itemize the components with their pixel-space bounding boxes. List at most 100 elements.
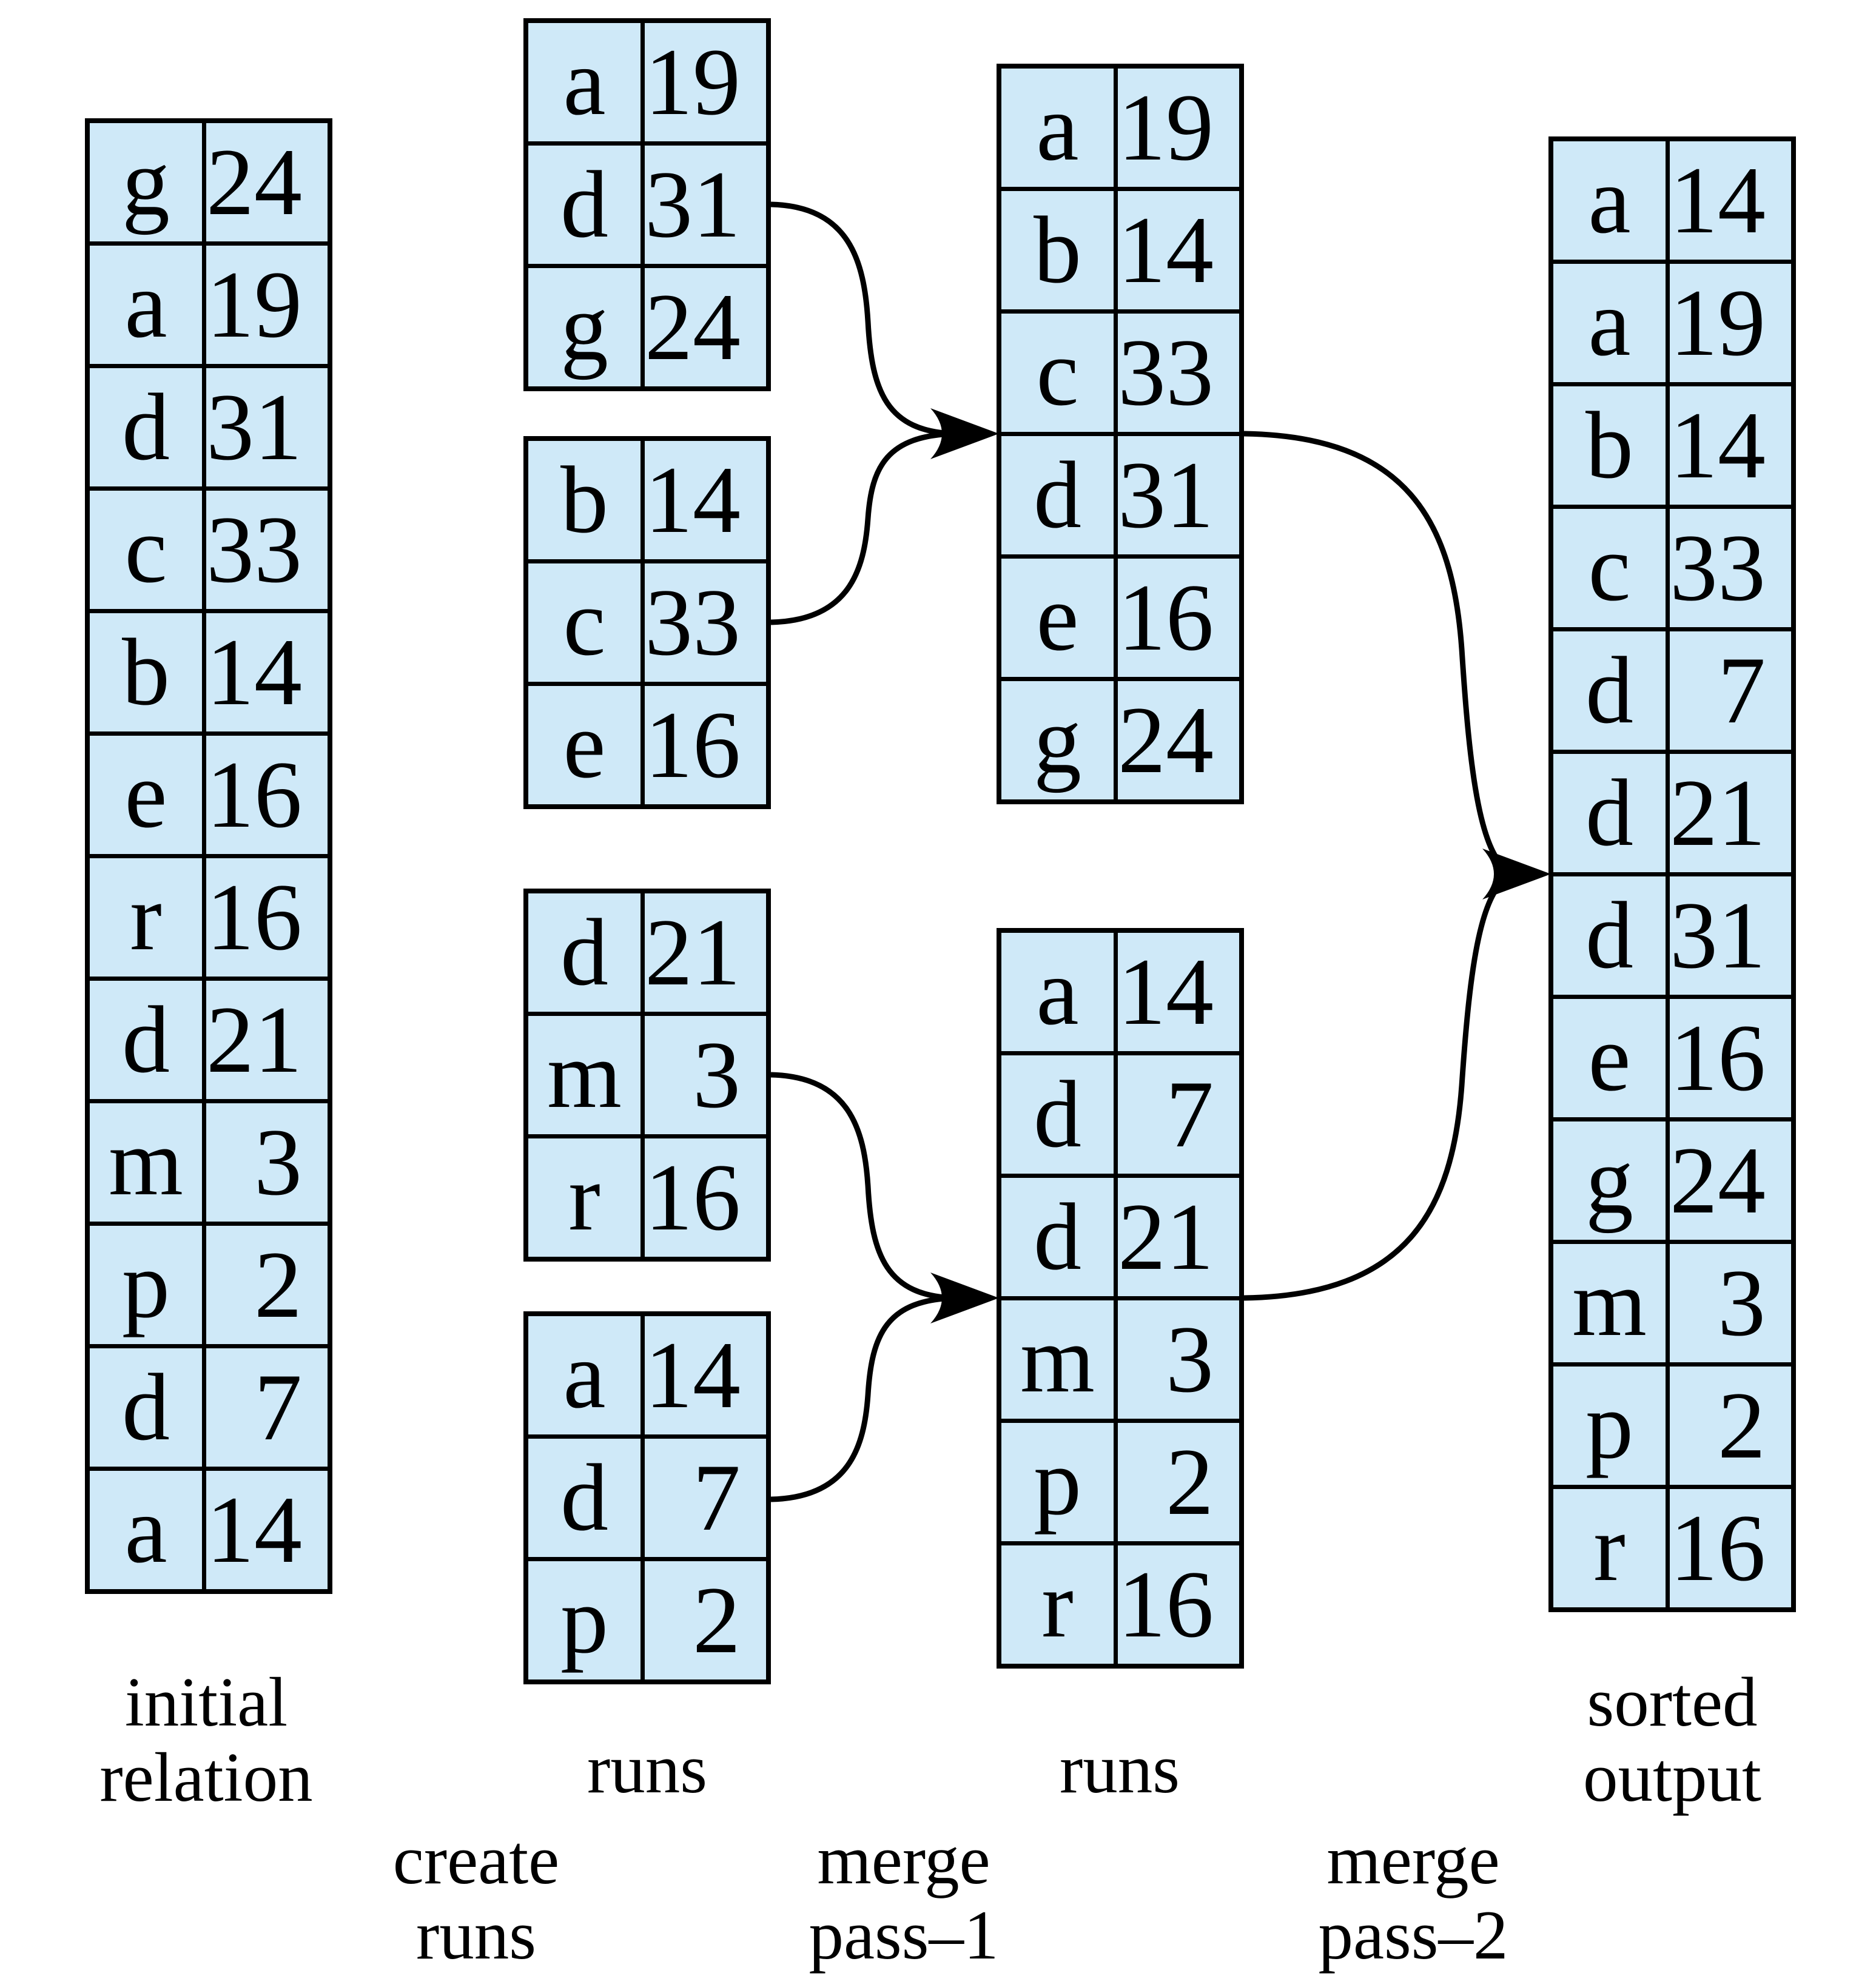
record-key-cell: b bbox=[1553, 386, 1666, 505]
record-value-cell: 21 bbox=[1670, 754, 1791, 872]
record-value-cell: 16 bbox=[645, 1138, 766, 1257]
record-key-cell: r bbox=[90, 858, 202, 977]
record-value-cell: 14 bbox=[1670, 141, 1791, 260]
record-key-cell: a bbox=[1001, 933, 1114, 1051]
merge2-arrowhead bbox=[930, 1273, 999, 1323]
merge-pass1-run-2-table: a 14 d 7 d 21 m 3 p 2 r bbox=[997, 928, 1244, 1669]
merge-pass1-run-1-table: a 19 b 14 c 33 d 31 e 16 bbox=[997, 64, 1244, 804]
record-value-cell: 16 bbox=[1670, 1489, 1791, 1607]
record-value-cell: 21 bbox=[1118, 1178, 1239, 1296]
record-value-cell: 16 bbox=[1118, 1545, 1239, 1664]
record-value-cell: 3 bbox=[206, 1103, 328, 1222]
record-key-cell: d bbox=[1001, 1055, 1114, 1174]
final-merge-arrowhead bbox=[1482, 849, 1551, 899]
record-key-cell: d bbox=[1001, 436, 1114, 554]
record-value-cell: 7 bbox=[1670, 631, 1791, 750]
record-value-cell: 2 bbox=[645, 1561, 766, 1679]
record-value-cell: 31 bbox=[645, 146, 766, 264]
create-runs-label: create runs bbox=[392, 1821, 560, 1974]
record-value-cell: 33 bbox=[1118, 314, 1239, 432]
record-value-cell: 19 bbox=[1118, 69, 1239, 187]
record-value-cell: 24 bbox=[645, 268, 766, 386]
record-key-cell: p bbox=[1001, 1423, 1114, 1541]
record-value-cell: 16 bbox=[1118, 559, 1239, 677]
record-value-cell: 31 bbox=[206, 368, 328, 486]
record-value-cell: 19 bbox=[645, 23, 766, 141]
created-run-1-table: a 19 d 31 g 24 bbox=[523, 18, 771, 391]
initial-relation-table: g 24 a 19 d 31 c 33 b 14 bbox=[85, 118, 332, 1594]
record-key-cell: d bbox=[1001, 1178, 1114, 1296]
record-key-cell: d bbox=[528, 893, 640, 1012]
record-value-cell: 14 bbox=[206, 613, 328, 731]
record-key-cell: p bbox=[90, 1226, 202, 1344]
record-value-cell: 19 bbox=[1670, 264, 1791, 382]
record-key-cell: m bbox=[528, 1016, 640, 1134]
record-key-cell: a bbox=[1553, 264, 1666, 382]
record-key-cell: a bbox=[528, 1316, 640, 1434]
merge-pass-2-label: merge pass–2 bbox=[1318, 1821, 1508, 1974]
record-key-cell: a bbox=[90, 1471, 202, 1589]
record-key-cell: r bbox=[1553, 1489, 1666, 1607]
record-value-cell: 16 bbox=[206, 736, 328, 854]
created-run-3-table: d 21 m 3 r 16 bbox=[523, 889, 771, 1262]
record-value-cell: 2 bbox=[206, 1226, 328, 1344]
record-value-cell: 14 bbox=[1118, 933, 1239, 1051]
record-key-cell: d bbox=[90, 368, 202, 486]
record-key-cell: g bbox=[528, 268, 640, 386]
record-key-cell: d bbox=[1553, 876, 1666, 995]
record-key-cell: g bbox=[1001, 681, 1114, 799]
record-key-cell: e bbox=[1001, 559, 1114, 677]
record-key-cell: g bbox=[1553, 1121, 1666, 1240]
record-value-cell: 7 bbox=[1118, 1055, 1239, 1174]
record-key-cell: d bbox=[90, 981, 202, 1099]
record-value-cell: 14 bbox=[645, 441, 766, 559]
final-merge-arrow-from-upper-run bbox=[1243, 431, 1518, 877]
record-value-cell: 24 bbox=[1670, 1121, 1791, 1240]
final-merge-arrow-from-lower-run bbox=[1243, 871, 1518, 1301]
record-key-cell: m bbox=[90, 1103, 202, 1222]
record-value-cell: 33 bbox=[645, 563, 766, 682]
record-value-cell: 19 bbox=[206, 246, 328, 364]
merge2-arrow-from-run4 bbox=[770, 1295, 956, 1502]
record-key-cell: b bbox=[1001, 191, 1114, 309]
record-key-cell: m bbox=[1553, 1244, 1666, 1362]
record-value-cell: 7 bbox=[206, 1348, 328, 1467]
record-value-cell: 24 bbox=[206, 123, 328, 241]
record-key-cell: d bbox=[528, 146, 640, 264]
merge1-arrow-from-run2 bbox=[770, 431, 956, 625]
record-key-cell: a bbox=[1553, 141, 1666, 260]
record-value-cell: 3 bbox=[645, 1016, 766, 1134]
record-key-cell: b bbox=[90, 613, 202, 731]
merge2-arrow-from-run3 bbox=[770, 1072, 956, 1301]
record-value-cell: 31 bbox=[1118, 436, 1239, 554]
record-value-cell: 14 bbox=[1670, 386, 1791, 505]
record-key-cell: r bbox=[528, 1138, 640, 1257]
record-key-cell: e bbox=[90, 736, 202, 854]
record-key-cell: r bbox=[1001, 1545, 1114, 1664]
record-value-cell: 14 bbox=[206, 1471, 328, 1589]
merge1-arrow-from-run1 bbox=[770, 201, 956, 437]
record-key-cell: e bbox=[1553, 999, 1666, 1117]
record-key-cell: a bbox=[528, 23, 640, 141]
record-key-cell: g bbox=[90, 123, 202, 241]
record-value-cell: 33 bbox=[1670, 509, 1791, 627]
record-key-cell: a bbox=[90, 246, 202, 364]
record-value-cell: 2 bbox=[1118, 1423, 1239, 1541]
merge-pass-1-label: merge pass–1 bbox=[809, 1821, 999, 1974]
record-key-cell: c bbox=[90, 491, 202, 609]
runs-pass1-label: runs bbox=[587, 1730, 708, 1807]
record-value-cell: 14 bbox=[1118, 191, 1239, 309]
record-key-cell: e bbox=[528, 686, 640, 804]
record-key-cell: c bbox=[1001, 314, 1114, 432]
sorted-output-label: sorted output bbox=[1583, 1664, 1761, 1817]
record-value-cell: 16 bbox=[206, 858, 328, 977]
merge1-arrowhead bbox=[930, 408, 999, 459]
record-value-cell: 33 bbox=[206, 491, 328, 609]
record-key-cell: p bbox=[528, 1561, 640, 1679]
record-key-cell: d bbox=[1553, 631, 1666, 750]
record-key-cell: d bbox=[528, 1439, 640, 1557]
created-run-2-table: b 14 c 33 e 16 bbox=[523, 436, 771, 809]
record-value-cell: 21 bbox=[206, 981, 328, 1099]
record-key-cell: m bbox=[1001, 1300, 1114, 1419]
record-key-cell: c bbox=[528, 563, 640, 682]
